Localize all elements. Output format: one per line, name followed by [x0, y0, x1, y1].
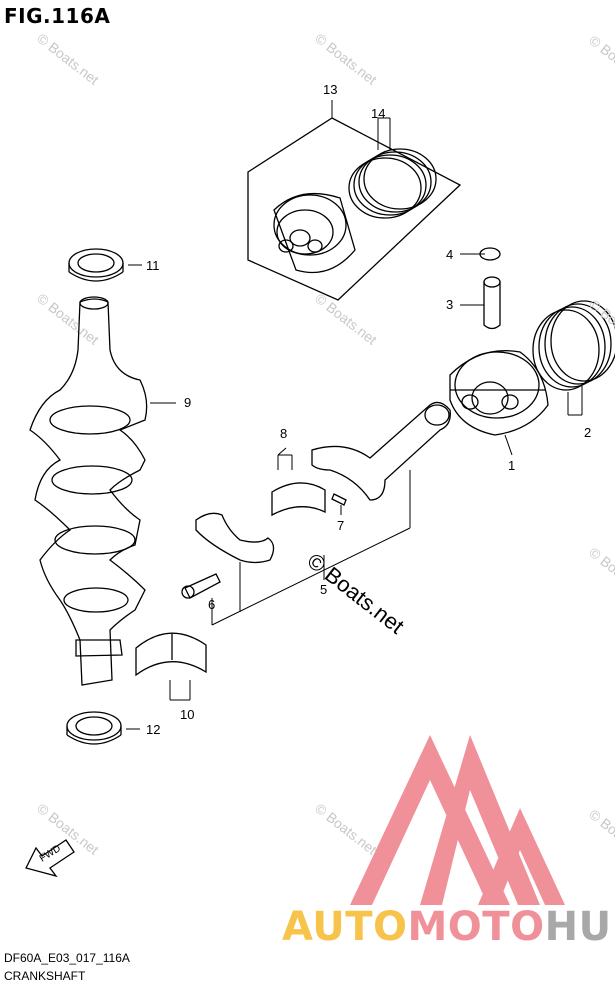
- callout-5: 5: [320, 582, 327, 597]
- oil-seal-top-drawing: [68, 248, 124, 282]
- callout-1: 1: [508, 458, 515, 473]
- figure-title: FIG.116A: [4, 4, 111, 28]
- figure-code: DF60A_E03_017_116A: [4, 951, 130, 965]
- callout-10: 10: [180, 707, 194, 722]
- callout-2: 2: [584, 425, 591, 440]
- rod-pin-drawing: [331, 493, 347, 506]
- callout-7: 7: [337, 518, 344, 533]
- main-bearing-drawing: [135, 632, 207, 677]
- callout-14: 14: [371, 106, 385, 121]
- piston-rings-drawing: [532, 300, 615, 391]
- callout-3: 3: [446, 297, 453, 312]
- rod-bearing-drawing: [271, 482, 326, 517]
- piston-in-box-drawing: [273, 192, 356, 274]
- piston-assembly-box: [247, 117, 462, 301]
- rod-cap-drawing: [195, 512, 275, 564]
- callout-13: 13: [323, 82, 337, 97]
- callout-9: 9: [184, 395, 191, 410]
- rings-in-box-drawing: [348, 148, 437, 219]
- oil-seal-bottom-drawing: [66, 711, 122, 745]
- callout-12: 12: [146, 722, 160, 737]
- callout-6: 6: [208, 597, 215, 612]
- callout-11: 11: [146, 258, 160, 273]
- forward-arrow-icon: FWD: [25, 839, 75, 878]
- callout-numbers: 1 2 3 4 5 6 7 8 9 10 11 12 13 14: [146, 82, 591, 737]
- crankshaft-drawing: [29, 296, 148, 686]
- automotohub-logo-mark: [350, 735, 565, 905]
- connecting-rod-drawing: [311, 401, 451, 501]
- rod-bolt-drawing: [181, 573, 221, 599]
- brand-auto: AUTO: [282, 904, 408, 950]
- brand-moto: MOTO: [407, 904, 545, 950]
- brand-hub: HUB: [544, 904, 615, 950]
- callout-8: 8: [280, 426, 287, 441]
- leader-lines: [126, 100, 583, 730]
- piston-drawing: [449, 350, 549, 436]
- piston-pin-drawing: [483, 276, 501, 330]
- callout-4: 4: [446, 247, 453, 262]
- figure-subtitle: CRANKSHAFT: [4, 969, 86, 983]
- automotohub-logo: AUTOMOTOHUB: [282, 904, 615, 950]
